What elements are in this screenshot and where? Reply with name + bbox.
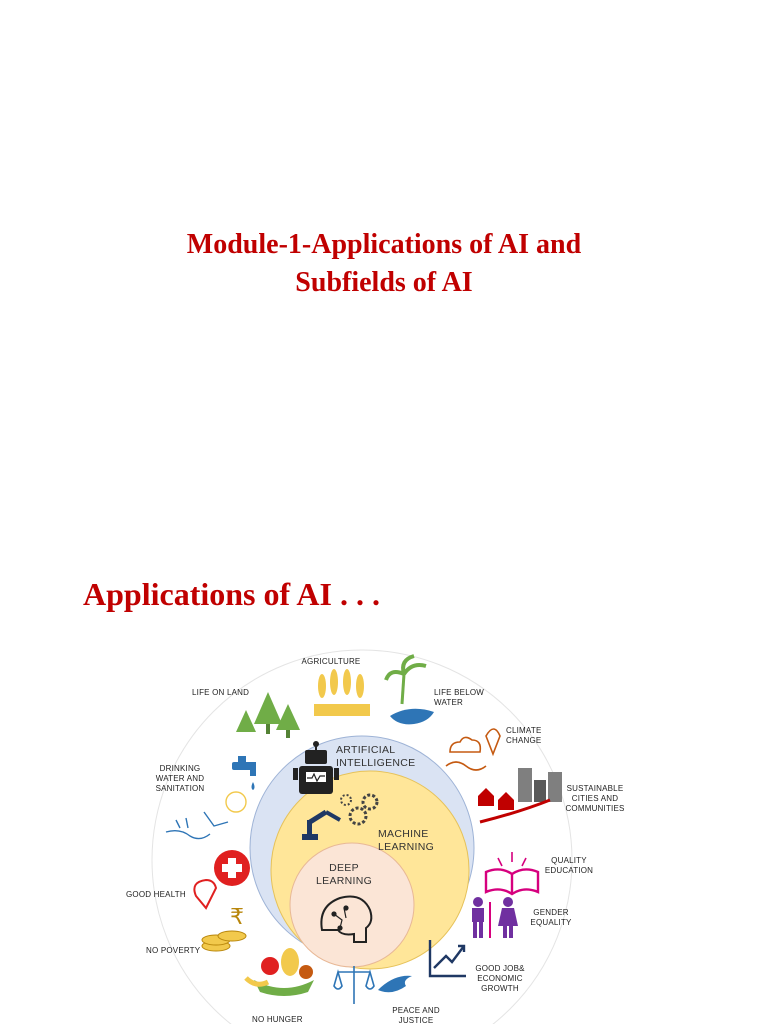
faucet-icon (232, 756, 256, 790)
label-good-job: GOOD JOB& ECONOMIC GROWTH (475, 964, 525, 993)
tree-icon (236, 692, 300, 738)
scales-dove-icon (333, 966, 412, 1004)
label-life-on-land: LIFE ON LAND (192, 688, 250, 697)
label-good-health: GOOD HEALTH (126, 890, 186, 899)
book-icon (484, 852, 540, 896)
dl-circle (289, 842, 415, 968)
label-life-below-water: LIFE BELOW WATER (434, 688, 485, 707)
goals-ring-arc (151, 649, 573, 1024)
diagram-graphic: ₹ (151, 649, 573, 1024)
city-icon (478, 768, 562, 824)
rupee-coins-icon: ₹ (201, 905, 247, 952)
label-quality-education: QUALITY EDUCATION (544, 856, 594, 875)
robot-arm-icon (302, 793, 379, 840)
palm-island-icon (384, 654, 434, 725)
label-climate-change: CLIMATE CHANGE (506, 726, 542, 745)
cloud-icon (445, 728, 501, 771)
fruit-bowl-icon (244, 948, 314, 996)
gender-icon (472, 897, 518, 938)
label-deep-learning: DEEP LEARNING (316, 862, 373, 887)
brain-icon (320, 895, 373, 943)
slide-title: Module-1-Applications of AI and Subfield… (0, 226, 768, 302)
section-heading: Applications of AI . . . (83, 576, 380, 612)
label-drinking-water: DRINKING WATER AND SANITATION (155, 764, 205, 793)
slide-title-line-1: Module-1-Applications of AI and (186, 229, 582, 260)
label-sustainable-cities: SUSTAINABLE CITIES AND COMMUNITIES (565, 784, 625, 813)
label-peace-justice: PEACE AND JUSTICE (392, 1006, 440, 1025)
label-artificial-intelligence: ARTIFICIAL INTELLIGENCE (336, 744, 416, 769)
hands-washing-icon (165, 791, 247, 840)
ai-applications-diagram: ₹ ARTIFICIAL INTELLIGENCE MACHINE LEARNI… (0, 640, 768, 1025)
robot-icon (293, 741, 339, 794)
label-gender-equality: GENDER EQUALITY (530, 908, 572, 927)
growth-chart-icon (428, 940, 466, 978)
label-machine-learning: MACHINE LEARNING (378, 828, 435, 853)
wheat-icon (314, 669, 370, 716)
label-no-poverty: NO POVERTY (146, 946, 201, 955)
svg-text:₹: ₹ (230, 905, 244, 930)
slide-title-line-2: Subfields of AI (295, 267, 473, 298)
heart-cross-icon (193, 850, 250, 910)
label-no-hunger: NO HUNGER (252, 1015, 303, 1024)
label-agriculture: AGRICULTURE (301, 657, 361, 666)
